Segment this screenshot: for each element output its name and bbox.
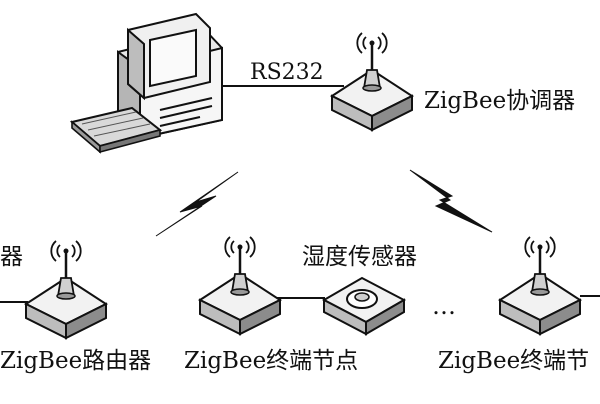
humidity-sensor-icon <box>321 276 407 336</box>
router-label: ZigBee路由器 <box>0 348 152 374</box>
end-node-label: ZigBee终端节点 <box>184 348 359 374</box>
rs232-label: RS232 <box>250 60 324 85</box>
router-node-icon <box>24 239 108 340</box>
wireless-link-left-icon <box>155 171 239 237</box>
end-node-right-icon <box>498 235 582 336</box>
end-node-right-label: ZigBee终端节 <box>438 348 590 374</box>
sensor-label: 湿度传感器 <box>302 244 417 270</box>
ellipsis-label: … <box>432 292 456 320</box>
coordinator-label: ZigBee协调器 <box>424 88 576 114</box>
computer-icon <box>69 12 223 154</box>
router-partial-label: 器 <box>0 244 23 270</box>
end-node-icon <box>198 235 282 336</box>
coordinator-node-icon <box>330 31 414 132</box>
wireless-link-right-icon <box>409 169 493 233</box>
